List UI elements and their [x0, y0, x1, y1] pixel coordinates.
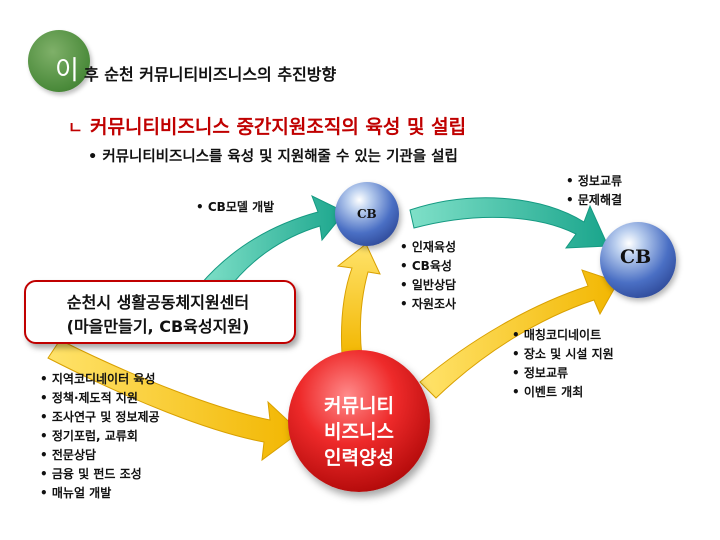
cb-globe-small — [335, 182, 399, 246]
page-title: 후 순천 커뮤니티비즈니스의 추진방향 — [84, 65, 337, 84]
support-center-line1: 순천시 생활공동체지원센터 — [66, 293, 250, 312]
list-item: 매뉴얼 개발 — [40, 484, 160, 503]
lower-right-list: 매칭코디네이트 장소 및 시설 지원 정보교류 이벤트 개최 — [512, 326, 614, 402]
cb-model-bullet: • CB모델 개발 — [196, 200, 275, 214]
list-item: 정보교류 — [512, 364, 614, 383]
badge-char: 이 — [55, 56, 79, 86]
ball-line1: 커뮤니티 — [324, 395, 394, 417]
list-item: 자원조사 — [400, 295, 456, 314]
list-item: 정책·제도적 지원 — [40, 389, 160, 408]
cb-model-text: CB모델 개발 — [207, 200, 275, 214]
list-item: 장소 및 시설 지원 — [512, 345, 614, 364]
subheading-marker: ㄴ — [68, 118, 83, 137]
list-item: 인재육성 — [400, 238, 456, 257]
list-item: 정보교류 — [566, 172, 622, 191]
list-item: 조사연구 및 정보제공 — [40, 408, 160, 427]
middle-function-list: 인재육성 CB육성 일반상담 자원조사 — [400, 238, 456, 314]
list-item: 매칭코디네이트 — [512, 326, 614, 345]
cb-globe-small-label: CB — [357, 207, 377, 221]
section-badge — [28, 30, 90, 92]
top-right-list: 정보교류 문제해결 — [566, 172, 622, 210]
list-item: 전문상담 — [40, 446, 160, 465]
support-center-line2: (마을만들기, CB육성지원) — [66, 317, 250, 336]
list-item: 지역코디네이터 육성 — [40, 370, 160, 389]
cb-globe-large-label: CB — [620, 246, 652, 268]
list-item: 이벤트 개최 — [512, 383, 614, 402]
list-item: 일반상담 — [400, 276, 456, 295]
list-item: CB육성 — [400, 257, 456, 276]
list-item: 정기포럼, 교류회 — [40, 427, 160, 446]
ball-line2: 비즈니스 — [324, 421, 394, 443]
support-center-box — [24, 280, 296, 344]
list-item: 문제해결 — [566, 191, 622, 210]
arrow-ball-to-small-cb — [336, 243, 381, 358]
subheading: 커뮤니티비즈니스 중간지원조직의 육성 및 설립 — [90, 116, 467, 138]
ball-line3: 인력양성 — [324, 447, 394, 469]
left-function-list: 지역코디네이터 육성 정책·제도적 지원 조사연구 및 정보제공 정기포럼, 교… — [40, 370, 160, 503]
list-item: 금융 및 펀드 조성 — [40, 465, 160, 484]
workforce-ball-text: 커뮤니티 비즈니스 인력양성 — [288, 393, 430, 471]
workforce-ball — [288, 350, 430, 492]
cb-globe-large — [600, 222, 676, 298]
main-bullet: • 커뮤니티비즈니스를 육성 및 지원해줄 수 있는 기관을 설립 — [88, 149, 458, 165]
